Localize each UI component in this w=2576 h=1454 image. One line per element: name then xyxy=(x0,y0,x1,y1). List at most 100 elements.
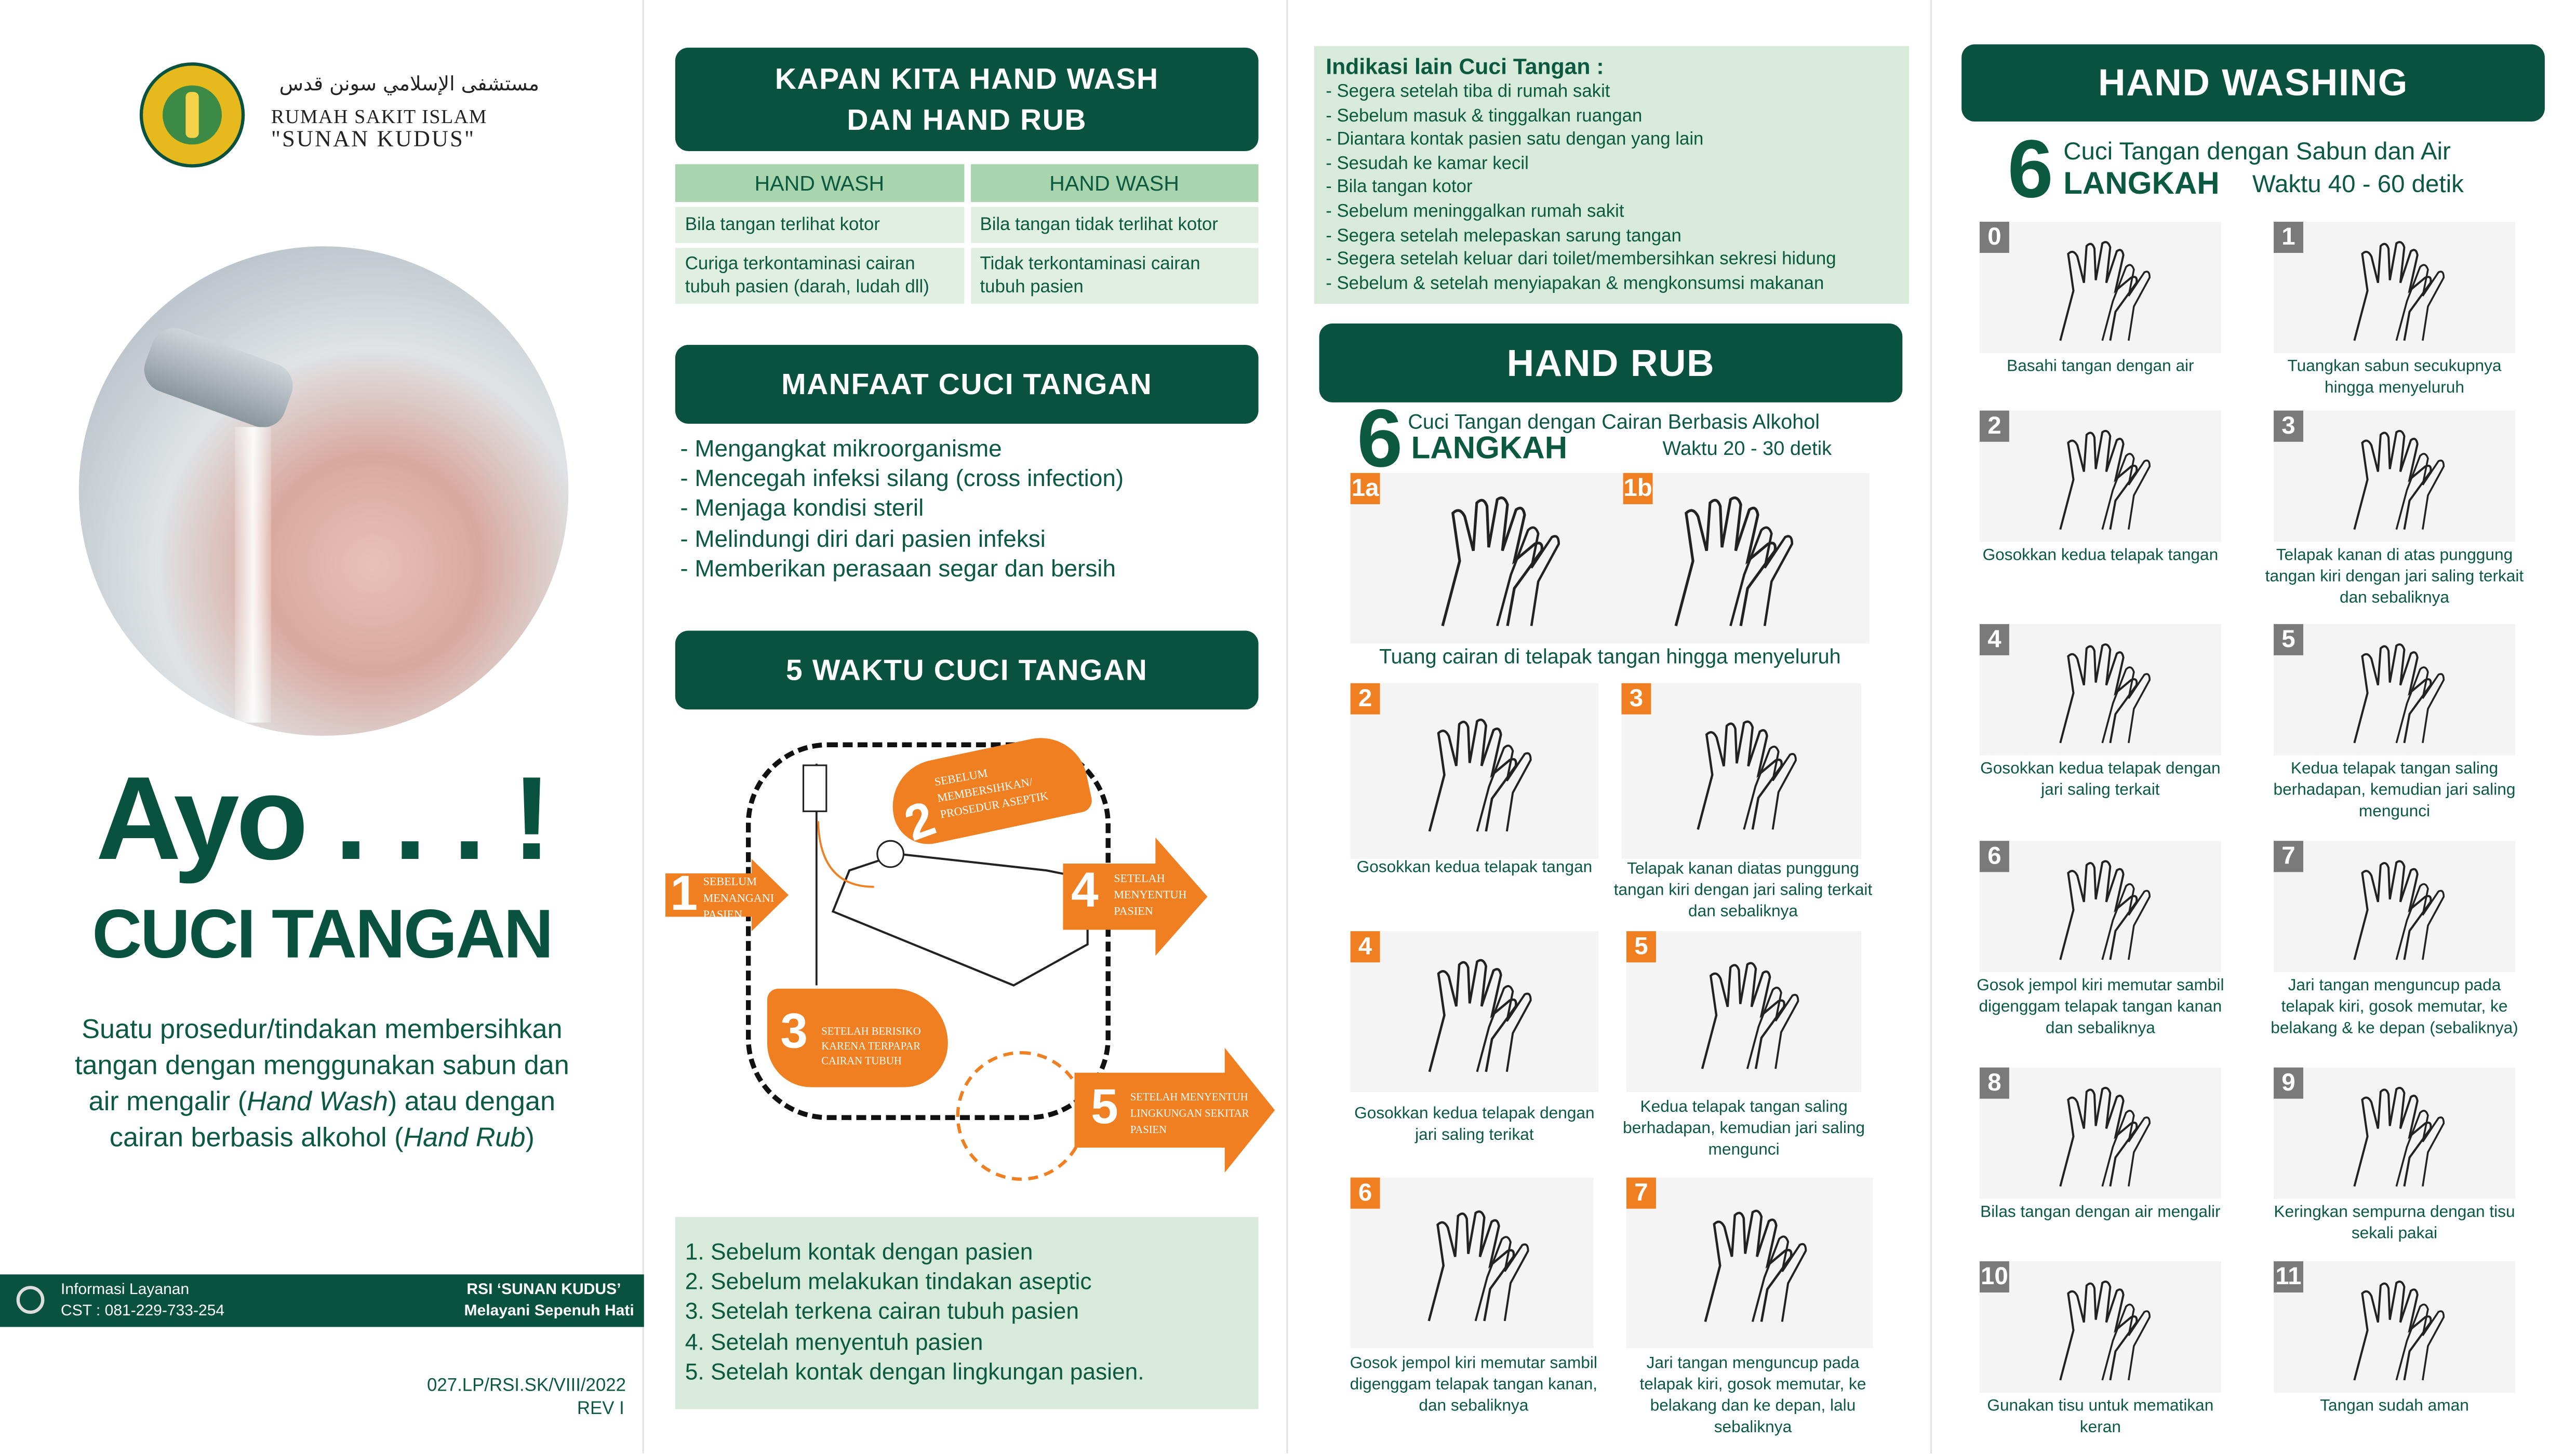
footer-bar: Informasi Layanan CST : 081-229-733-254 … xyxy=(0,1274,644,1327)
rub-step-6: 6 xyxy=(1350,1177,1594,1349)
desc-hand-wash: Hand Wash xyxy=(247,1087,388,1117)
wet-hands-sink-icon xyxy=(2028,237,2173,342)
logo-line2: "SUNAN KUDUS" xyxy=(271,128,476,153)
footer-org: RSI ‘SUNAN KUDUS’ xyxy=(466,1281,621,1299)
kapan-line1: KAPAN KITA HAND WASH xyxy=(775,61,1159,95)
table-cell: Bila tangan tidak terlihat kotor xyxy=(970,207,1259,244)
list-item: 2. Sebelum melakukan tindakan aseptic xyxy=(685,1268,1092,1295)
rub-step-1: 1a 1b xyxy=(1350,473,1870,644)
step-badge: 2 xyxy=(1979,410,2009,442)
rinse-hands-icon xyxy=(2028,1083,2173,1188)
hands-back-icon xyxy=(1670,704,1813,845)
step-badge: 7 xyxy=(1626,1177,1656,1209)
step-badge: 1a xyxy=(1350,473,1380,504)
hand-washing-header: HAND WASHING xyxy=(1961,44,2545,122)
rub-six: 6 xyxy=(1357,392,1403,484)
step-badge: 3 xyxy=(1621,683,1651,715)
moment-label: SETELAH MENYENTUH PASIEN xyxy=(1114,872,1187,918)
moment-number: 4 xyxy=(1071,864,1099,918)
step-caption: Jari tangan menguncup pada telapak kiri,… xyxy=(2271,977,2518,1038)
headline: Ayo . . . ! xyxy=(96,753,551,885)
list-item: - Sebelum & setelah menyiapakan & mengko… xyxy=(1326,274,1824,294)
back-of-hands-icon xyxy=(2322,426,2467,531)
fingertips-rub-icon xyxy=(1676,1198,1824,1335)
fingers-locked-icon xyxy=(2322,640,2467,745)
step-caption: Basahi tangan dengan air xyxy=(2007,358,2194,376)
list-item: - Sesudah ke kamar kecil xyxy=(1326,154,1529,174)
panel-cover: مستشفى الإسلامي سونن قدس RUMAH SAKIT ISL… xyxy=(0,0,644,1453)
step-caption: Bilas tangan dengan air mengalir xyxy=(1980,1204,2221,1222)
step-caption: Kedua telapak tangan saling berhadapan, … xyxy=(1623,1098,1865,1160)
hand-wash-table: HAND WASH HAND WASH Bila tangan terlihat… xyxy=(675,164,1259,304)
title: CUCI TANGAN xyxy=(92,895,553,973)
wash-step-5: 5 xyxy=(2274,624,2515,756)
wash-step-3: 3 xyxy=(2274,410,2515,542)
rub-subtitle: Cuci Tangan dengan Cairan Berbasis Alkoh… xyxy=(1408,410,1820,434)
footer-cst[interactable]: CST : 081-229-733-254 xyxy=(61,1302,225,1321)
handwashing-photo xyxy=(78,246,569,736)
logo-line1: RUMAH SAKIT ISLAM xyxy=(271,105,488,128)
step-badge: 5 xyxy=(1626,931,1656,963)
wash-time: Waktu 40 - 60 detik xyxy=(2252,170,2464,199)
step-caption: Tuang cairan di telapak tangan hingga me… xyxy=(1379,645,1841,669)
table-header: HAND WASH xyxy=(675,164,964,202)
thumb-rotate-icon xyxy=(2028,857,2173,962)
moment-label: SETELAH BERISIKO KARENA TERPAPAR CAIRAN … xyxy=(821,1026,921,1068)
desc-part2: ) atau dengan cairan berbasis alkohol ( xyxy=(109,1087,556,1153)
step-badge: 2 xyxy=(1350,683,1380,715)
rub-step-5: 5 xyxy=(1626,931,1862,1093)
step-caption: Gosokkan kedua telapak dengan jari salin… xyxy=(1980,760,2221,800)
list-item: - Sebelum masuk & tinggalkan ruangan xyxy=(1326,106,1643,126)
list-item: - Mengangkat mikroorganisme xyxy=(680,437,1002,463)
table-row: Bila tangan terlihat kotor Bila tangan t… xyxy=(675,207,1259,244)
rub-time: Waktu 20 - 30 detik xyxy=(1662,437,1832,460)
list-item: - Mencegah infeksi silang (cross infecti… xyxy=(680,466,1124,493)
list-item: 4. Setelah menyentuh pasien xyxy=(685,1328,983,1354)
step-caption: Gosokkan kedua telapak dengan jari salin… xyxy=(1354,1105,1595,1145)
clean-hands-icon xyxy=(2322,1277,2467,1382)
step-badge: 4 xyxy=(1979,624,2009,655)
step-caption: Tuangkan sabun secukupnya hingga menyelu… xyxy=(2287,358,2502,398)
hands-rubbing-icon xyxy=(1400,704,1549,845)
wash-step-10: 10 xyxy=(1979,1261,2221,1393)
wash-step-2: 2 xyxy=(1979,410,2221,542)
kapan-line2: DAN HAND RUB xyxy=(847,102,1087,136)
footer-tagline: Melayani Sepenuh Hati xyxy=(464,1302,634,1321)
step-caption: Gosokkan kedua telapak tangan xyxy=(1356,859,1593,877)
step-badge: 6 xyxy=(1979,841,2009,872)
fingers-interlaced-icon xyxy=(1400,950,1549,1079)
step-badge: 7 xyxy=(2274,841,2303,872)
moment-number: 5 xyxy=(1090,1080,1118,1135)
desc-part1: Suatu prosedur/tindakan membersihkan tan… xyxy=(74,1015,569,1117)
environment-circle xyxy=(956,1051,1086,1181)
waktu-list-box: 1. Sebelum kontak dengan pasien 2. Sebel… xyxy=(675,1217,1259,1409)
table-header: HAND WASH xyxy=(970,164,1259,202)
step-badge: 1 xyxy=(2274,221,2303,253)
list-item: - Menjaga kondisi steril xyxy=(680,496,924,523)
fingers-interlaced-icon xyxy=(2028,640,2173,745)
wash-step-9: 9 xyxy=(2274,1067,2515,1199)
step-caption: Kedua telapak tangan saling berhadapan, … xyxy=(2273,760,2516,822)
hand-rub-header: HAND RUB xyxy=(1319,324,1903,402)
wash-langkah: LANGKAH xyxy=(2063,167,2220,202)
patient-bed-illustration xyxy=(802,763,1089,987)
step-badge: 0 xyxy=(1979,221,2009,253)
rub-step-4: 4 xyxy=(1350,931,1599,1093)
table-cell: Bila tangan terlihat kotor xyxy=(675,207,964,244)
rub-step-2: 2 xyxy=(1350,683,1599,859)
step-badge: 11 xyxy=(2274,1261,2303,1293)
dry-hands-tissue-icon xyxy=(2322,1083,2467,1188)
footer-info: Informasi Layanan xyxy=(61,1281,190,1299)
step-badge: 8 xyxy=(1979,1067,2009,1099)
thumb-rotate-icon xyxy=(1399,1198,1545,1335)
step-badge: 1b xyxy=(1623,473,1653,504)
logo-arabic: مستشفى الإسلامي سونن قدس xyxy=(279,72,540,96)
moment-label: SETELAH MENYENTUH LINGKUNGAN SEKITAR PAS… xyxy=(1130,1092,1249,1137)
description: Suatu prosedur/tindakan membersihkan tan… xyxy=(58,1012,586,1156)
wash-step-11: 11 xyxy=(2274,1261,2515,1393)
step-caption: Telapak kanan diatas punggung tangan kir… xyxy=(1613,860,1873,922)
step-caption: Gunakan tisu untuk mematikan keran xyxy=(1987,1397,2214,1437)
wash-step-0: 0 xyxy=(1979,221,2221,353)
patient-zone-border xyxy=(745,742,1111,1120)
rub-step-3: 3 xyxy=(1621,683,1862,859)
